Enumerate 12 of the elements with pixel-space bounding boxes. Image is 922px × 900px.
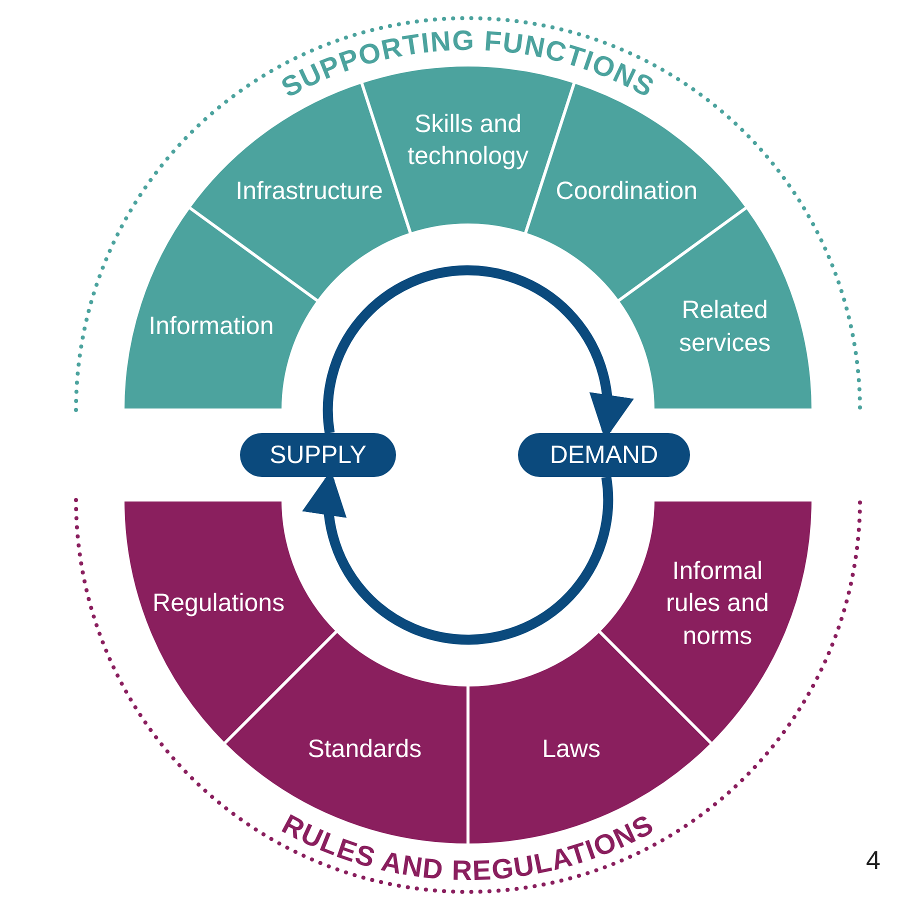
segment-label: Standards bbox=[308, 734, 422, 766]
page-number: 4 bbox=[866, 845, 880, 876]
rounded-tag: DEMAND bbox=[518, 433, 690, 477]
rounded-tag: SUPPLY bbox=[240, 433, 396, 477]
segment-label: Laws bbox=[542, 734, 600, 766]
segment-label: Skills and technology bbox=[406, 108, 530, 172]
segment-label: Coordination bbox=[556, 176, 698, 208]
segment-label: Regulations bbox=[152, 588, 285, 620]
segment-label: Informal rules and norms bbox=[665, 558, 770, 648]
segment-label: Information bbox=[148, 311, 274, 342]
segment-label: Related services bbox=[678, 295, 772, 359]
segment-label: Infrastructure bbox=[236, 176, 383, 208]
